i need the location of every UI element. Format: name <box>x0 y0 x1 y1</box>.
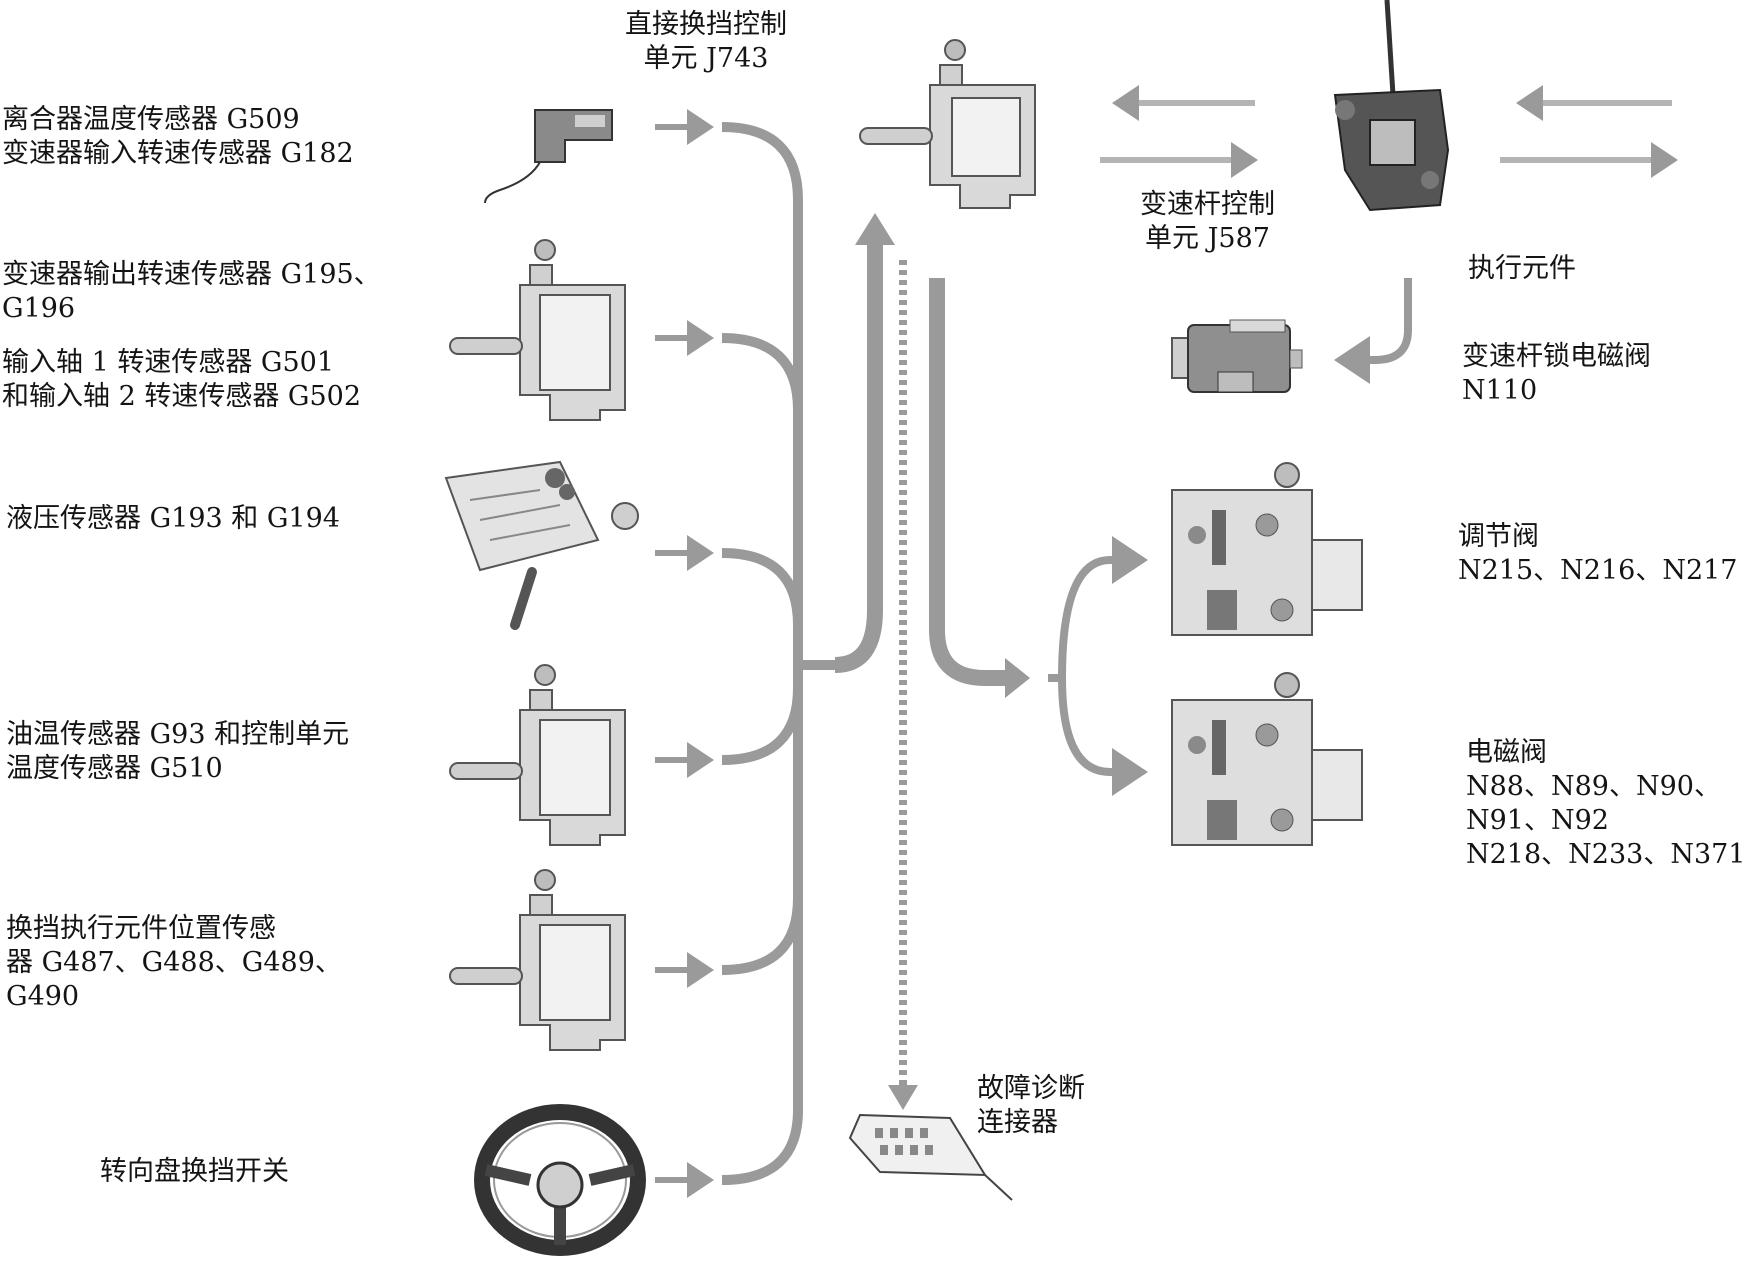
gear-lever-unit-icon <box>1333 0 1450 212</box>
hydraulic-plate-icon <box>444 460 639 630</box>
output-label-solenoid-valves: 电磁阀 N88、N89、N90、 N91、N92 N218、N233、N371 <box>1466 736 1745 872</box>
label-line: 故障诊断 <box>977 1073 1085 1104</box>
label-line: N215、N216、N217 <box>1458 555 1738 586</box>
flow-arrows <box>655 85 1678 1198</box>
label-line: 变速器输出转速传感器 G195、 <box>2 259 381 290</box>
lever-to-lock-arrow <box>1334 278 1412 384</box>
lock-solenoid-icon <box>1171 319 1303 393</box>
lever-communication-arrows <box>1100 85 1678 178</box>
diagnosis-arrowhead <box>888 1085 918 1110</box>
diagnosis-label: 故障诊断 连接器 <box>977 1072 1085 1140</box>
bus-to-control-arrowhead <box>855 213 895 245</box>
input-bus <box>721 122 835 1185</box>
label-line: G196 <box>2 293 76 324</box>
temperature-sensor-icon <box>484 109 613 204</box>
lever-unit-label: 变速杆控制 单元 J587 <box>1140 188 1275 256</box>
output-label-lock-solenoid: 变速杆锁电磁阀 N110 <box>1462 340 1651 408</box>
label-line: 油温传感器 G93 和控制单元 <box>6 719 350 750</box>
bus-to-control-arrow <box>834 245 883 673</box>
label-line: 换挡执行元件位置传感 <box>6 913 276 944</box>
steering-wheel-icon <box>474 1104 646 1256</box>
valve-split-arrows <box>1048 536 1148 796</box>
input-label-6: 转向盘换挡开关 <box>100 1155 289 1189</box>
input-label-2b: 输入轴 1 转速传感器 G501 和输入轴 2 转速传感器 G502 <box>2 346 361 414</box>
label-line: 电磁阀 <box>1466 737 1547 768</box>
input-arrows <box>655 109 714 1198</box>
label-line: 转向盘换挡开关 <box>100 1156 289 1187</box>
input-label-5: 换挡执行元件位置传感 器 G487、G488、G489、 G490 <box>6 912 342 1014</box>
label-line: 变速杆控制 <box>1140 189 1275 220</box>
label-line: 器 G487、G488、G489、 <box>6 947 342 978</box>
label-line: N218、N233、N371 <box>1466 839 1745 870</box>
control-unit-icon <box>859 39 1036 209</box>
input-label-1: 离合器温度传感器 G509 变速器输入转速传感器 G182 <box>2 103 354 171</box>
label-line: 变速器输入转速传感器 G182 <box>2 138 354 169</box>
sensor-module-icon <box>449 239 626 421</box>
control-unit-label: 直接换挡控制 单元 J743 <box>625 8 787 76</box>
label-line: N110 <box>1462 375 1538 406</box>
actuators-label: 执行元件 <box>1468 253 1576 284</box>
valve-body-icon <box>1171 672 1363 846</box>
control-to-actuators-arrow <box>929 278 1005 686</box>
component-illustrations <box>444 0 1450 1256</box>
label-line: 单元 J743 <box>643 43 769 74</box>
label-line: 和输入轴 2 转速传感器 G502 <box>2 381 362 412</box>
control-to-actuators-arrowhead <box>1005 658 1030 698</box>
label-line: 调节阀 <box>1458 521 1539 552</box>
input-label-3: 液压传感器 G193 和 G194 <box>6 502 340 536</box>
label-line: 液压传感器 G193 和 G194 <box>6 503 340 534</box>
label-line: 输入轴 1 转速传感器 G501 <box>2 347 335 378</box>
diagnostic-connector-icon <box>848 1113 1013 1201</box>
output-label-control-valves: 调节阀 N215、N216、N217 <box>1458 520 1737 588</box>
input-label-4: 油温传感器 G93 和控制单元 温度传感器 G510 <box>6 718 349 786</box>
sensor-module-icon <box>449 664 626 846</box>
label-line: 变速杆锁电磁阀 <box>1462 341 1651 372</box>
input-label-2: 变速器输出转速传感器 G195、 G196 <box>2 258 381 326</box>
label-line: 离合器温度传感器 G509 <box>2 104 300 135</box>
label-line: 连接器 <box>977 1107 1058 1138</box>
label-line: 单元 J587 <box>1145 223 1270 254</box>
label-line: N91、N92 <box>1466 805 1609 836</box>
label-line: 直接换挡控制 <box>625 9 787 40</box>
label-line: 温度传感器 G510 <box>6 753 223 784</box>
valve-body-icon <box>1171 462 1363 636</box>
label-line: G490 <box>6 981 80 1012</box>
sensor-module-icon <box>449 869 626 1051</box>
label-line: N88、N89、N90、 <box>1466 771 1721 802</box>
